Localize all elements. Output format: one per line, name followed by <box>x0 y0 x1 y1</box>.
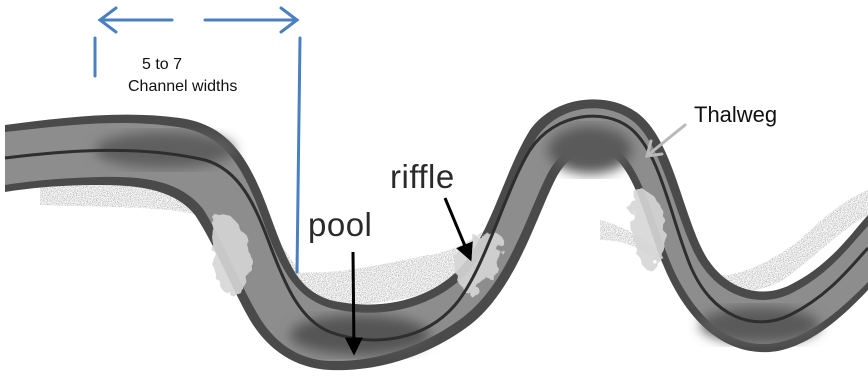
measure-label-range: 5 to 7 <box>142 56 182 74</box>
measure-right-tick <box>297 38 300 272</box>
pool-shade-right <box>700 307 820 343</box>
pool-label: pool <box>308 206 372 244</box>
riffle-label: riffle <box>390 158 455 196</box>
pool-shade-top <box>548 126 632 174</box>
thalweg-label: Thalweg <box>694 102 777 128</box>
measure-label-unit: Channel widths <box>128 78 237 96</box>
pool-arrow <box>353 252 354 352</box>
